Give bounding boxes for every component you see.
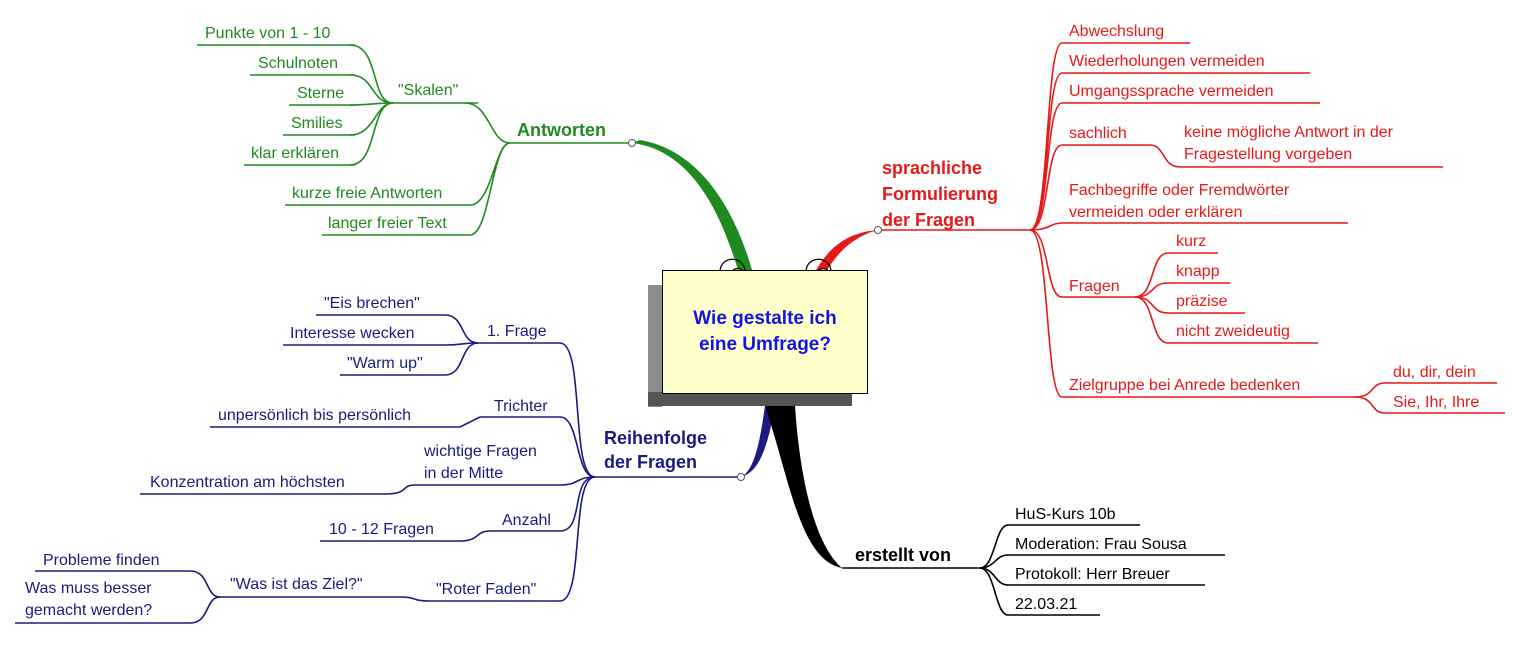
node-knapp[interactable]: knapp xyxy=(1176,263,1220,280)
node-skalen[interactable]: "Skalen" xyxy=(398,82,459,99)
topic-reihenfolge[interactable]: Reihenfolge der Fragen xyxy=(604,428,708,472)
node-wiederholungen[interactable]: Wiederholungen vermeiden xyxy=(1069,53,1265,70)
branch-erstellt-taper xyxy=(765,406,842,568)
node-sachlich-label: sachlich xyxy=(1069,125,1127,142)
node-umgangssprache[interactable]: Umgangssprache vermeiden xyxy=(1069,83,1274,100)
node-scale-klar[interactable]: klar erklären xyxy=(251,145,340,162)
node-zielgruppe[interactable]: Zielgruppe bei Anrede bedenken xyxy=(1069,377,1301,394)
node-besser-gemacht[interactable]: Was muss besser gemacht werden? xyxy=(25,580,153,619)
node-protokoll[interactable]: Protokoll: Herr Breuer xyxy=(1015,566,1170,583)
node-unpersoenlich[interactable]: unpersönlich bis persönlich xyxy=(218,407,411,424)
node-scale-schulnoten[interactable]: Schulnoten xyxy=(258,55,339,72)
center-topic-title: Wie gestalte ich eine Umfrage? xyxy=(693,308,837,355)
node-scale-sterne[interactable]: Sterne xyxy=(297,85,345,102)
node-was-ist-das-ziel[interactable]: "Was ist das Ziel?" xyxy=(230,576,363,593)
node-roter-faden[interactable]: "Roter Faden" xyxy=(436,581,537,598)
node-du[interactable]: du, dir, dein xyxy=(1393,364,1476,381)
center-box-shadow-side xyxy=(648,285,662,407)
topic-antworten[interactable]: Antworten xyxy=(517,120,606,140)
node-praezise[interactable]: präzise xyxy=(1176,293,1228,310)
node-sachlich[interactable]: sachlich xyxy=(1069,123,1127,145)
node-kurze-antworten[interactable]: kurze freie Antworten xyxy=(292,185,443,202)
node-nicht-zweideutig[interactable]: nicht zweideutig xyxy=(1176,323,1290,340)
node-wichtige-fragen[interactable]: wichtige Fragen in der Mitte xyxy=(424,443,537,482)
node-10-12-fragen[interactable]: 10 - 12 Fragen xyxy=(329,521,434,538)
node-trichter[interactable]: Trichter xyxy=(494,398,548,415)
center-topic[interactable]: Wie gestalte ich eine Umfrage? xyxy=(662,270,868,394)
node-sie[interactable]: Sie, Ihr, Ihre xyxy=(1393,394,1480,411)
node-kurz[interactable]: kurz xyxy=(1176,233,1207,250)
node-scale-punkte[interactable]: Punkte von 1 - 10 xyxy=(205,25,331,42)
node-probleme-finden[interactable]: Probleme finden xyxy=(43,552,160,569)
node-abwechslung[interactable]: Abwechslung xyxy=(1069,23,1165,40)
node-scale-smilies[interactable]: Smilies xyxy=(291,115,343,132)
node-datum[interactable]: 22.03.21 xyxy=(1015,596,1078,613)
branch-antworten-taper xyxy=(632,140,752,270)
node-interesse-wecken[interactable]: Interesse wecken xyxy=(290,325,415,342)
topic-sprachliche-formulierung[interactable]: sprachliche Formulierung der Fragen xyxy=(882,158,998,230)
node-anzahl[interactable]: Anzahl xyxy=(502,512,551,529)
node-eis-brechen[interactable]: "Eis brechen" xyxy=(324,295,420,312)
branch-reihenfolge-taper xyxy=(741,406,775,477)
node-moderation[interactable]: Moderation: Frau Sousa xyxy=(1015,536,1187,553)
branch-sprachlich-taper xyxy=(815,230,878,272)
node-erste-frage[interactable]: 1. Frage xyxy=(487,323,547,340)
node-konzentration[interactable]: Konzentration am höchsten xyxy=(150,474,345,491)
node-warm-up[interactable]: "Warm up" xyxy=(347,355,423,372)
center-box-shadow-bottom xyxy=(648,392,852,406)
node-fachbegriffe[interactable]: Fachbegriffe oder Fremdwörter vermeiden … xyxy=(1069,182,1290,221)
node-fragen[interactable]: Fragen xyxy=(1069,278,1120,295)
node-keine-antwort[interactable]: keine mögliche Antwort in der Fragestell… xyxy=(1184,124,1393,163)
topic-erstellt-von[interactable]: erstellt von xyxy=(855,545,952,565)
node-hus-kurs[interactable]: HuS-Kurs 10b xyxy=(1015,506,1116,523)
node-langer-text[interactable]: langer freier Text xyxy=(328,215,447,232)
